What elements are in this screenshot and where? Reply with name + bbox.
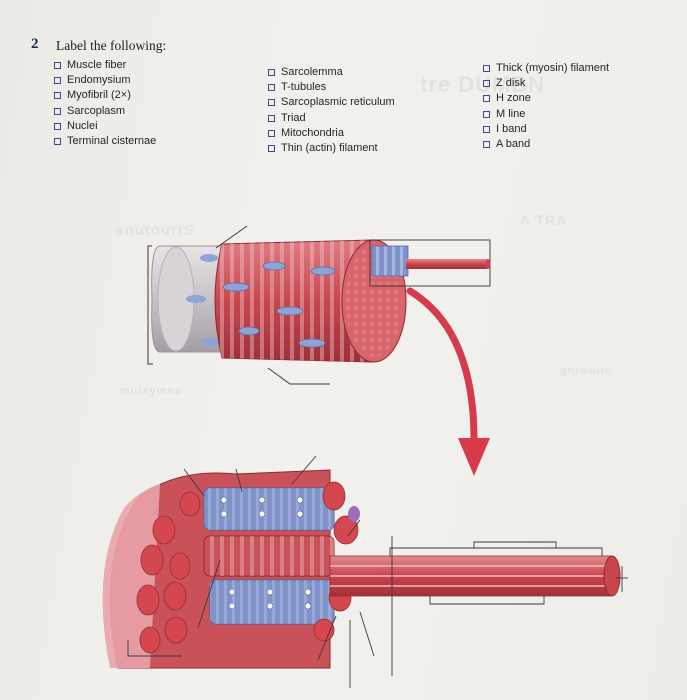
checkbox-icon[interactable] xyxy=(268,129,275,137)
label-option[interactable]: Z disk xyxy=(483,76,609,91)
bleedthrough-text: anutourtS xyxy=(115,222,195,239)
label-text: T-tubules xyxy=(281,81,327,94)
bleedthrough-text: mulsymne xyxy=(120,385,183,397)
checkbox-icon[interactable] xyxy=(268,145,275,153)
question-number: 2 xyxy=(31,36,39,52)
label-text: A band xyxy=(496,137,531,150)
checkbox-icon[interactable] xyxy=(483,110,490,118)
label-text: Thick (myosin) filament xyxy=(496,62,610,74)
label-option[interactable]: H zone xyxy=(483,91,609,106)
checkbox-icon[interactable] xyxy=(483,80,490,88)
label-option[interactable]: Triad xyxy=(268,111,395,126)
checkbox-icon[interactable] xyxy=(483,65,490,73)
label-text: Sarcolemma xyxy=(281,66,343,78)
label-text: Terminal cisternae xyxy=(67,134,157,147)
label-text: Thin (actin) filament xyxy=(281,141,378,154)
question-title: Label the following: xyxy=(56,38,167,53)
label-text: Myofibril (2×) xyxy=(67,89,131,102)
checkbox-icon[interactable] xyxy=(54,92,61,100)
label-text: Sarcoplasmic reticulum xyxy=(281,96,395,109)
label-option[interactable]: A band xyxy=(483,137,609,152)
label-option[interactable]: Myofibril (2×) xyxy=(54,88,156,103)
checkbox-icon[interactable] xyxy=(54,62,61,70)
bleedthrough-text: A TRA xyxy=(520,212,568,228)
label-text: M line xyxy=(496,107,526,120)
checkbox-icon[interactable] xyxy=(54,138,61,146)
checkbox-icon[interactable] xyxy=(483,141,490,149)
label-text: Nuclei xyxy=(67,119,98,132)
checkbox-icon[interactable] xyxy=(268,69,275,77)
checkbox-icon[interactable] xyxy=(54,107,61,115)
checkbox-icon[interactable] xyxy=(483,95,490,103)
label-option[interactable]: T-tubules xyxy=(268,80,395,95)
label-text: Endomysium xyxy=(67,74,131,87)
label-text: Z disk xyxy=(496,77,526,90)
label-option[interactable]: Sarcoplasmic reticulum xyxy=(268,95,395,110)
label-text: Mitochondria xyxy=(281,126,344,139)
label-text: Muscle fiber xyxy=(67,59,127,71)
label-option[interactable]: Mitochondria xyxy=(268,126,395,141)
label-option[interactable]: Endomysium xyxy=(54,73,156,88)
label-option[interactable]: Nuclei xyxy=(54,119,156,134)
label-text: Sarcoplasm xyxy=(67,104,126,117)
label-text: Triad xyxy=(281,111,306,124)
checkbox-icon[interactable] xyxy=(54,122,61,130)
label-list-column-1: Muscle fiber Endomysium Myofibril (2×) S… xyxy=(54,58,156,149)
label-option[interactable]: Sarcoplasm xyxy=(54,104,156,119)
lower-myofibril-illustration xyxy=(102,455,628,688)
label-option[interactable]: Thick (myosin) filament xyxy=(483,61,609,76)
label-list-column-2: Sarcolemma T-tubules Sarcoplasmic reticu… xyxy=(268,65,395,156)
checkbox-icon[interactable] xyxy=(268,114,275,122)
downward-arrow-icon xyxy=(406,287,490,476)
label-option[interactable]: Terminal cisternae xyxy=(54,134,156,149)
checkbox-icon[interactable] xyxy=(268,84,275,92)
label-option[interactable]: Thin (actin) filament xyxy=(268,141,395,156)
checkbox-icon[interactable] xyxy=(268,99,275,107)
label-option[interactable]: M line xyxy=(483,107,609,122)
label-text: I band xyxy=(496,122,527,135)
checkbox-icon[interactable] xyxy=(483,125,490,133)
label-list-column-3: Thick (myosin) filament Z disk H zone M … xyxy=(483,61,609,152)
label-text: H zone xyxy=(496,92,531,105)
label-option[interactable]: I band xyxy=(483,122,609,137)
bleedthrough-text: gniwollo xyxy=(560,365,613,377)
label-option[interactable]: Muscle fiber xyxy=(54,58,156,73)
bleedthrough-text: tre DUMBN xyxy=(420,72,546,97)
upper-fiber-illustration xyxy=(147,225,491,385)
label-option[interactable]: Sarcolemma xyxy=(268,65,395,80)
checkbox-icon[interactable] xyxy=(54,77,61,85)
